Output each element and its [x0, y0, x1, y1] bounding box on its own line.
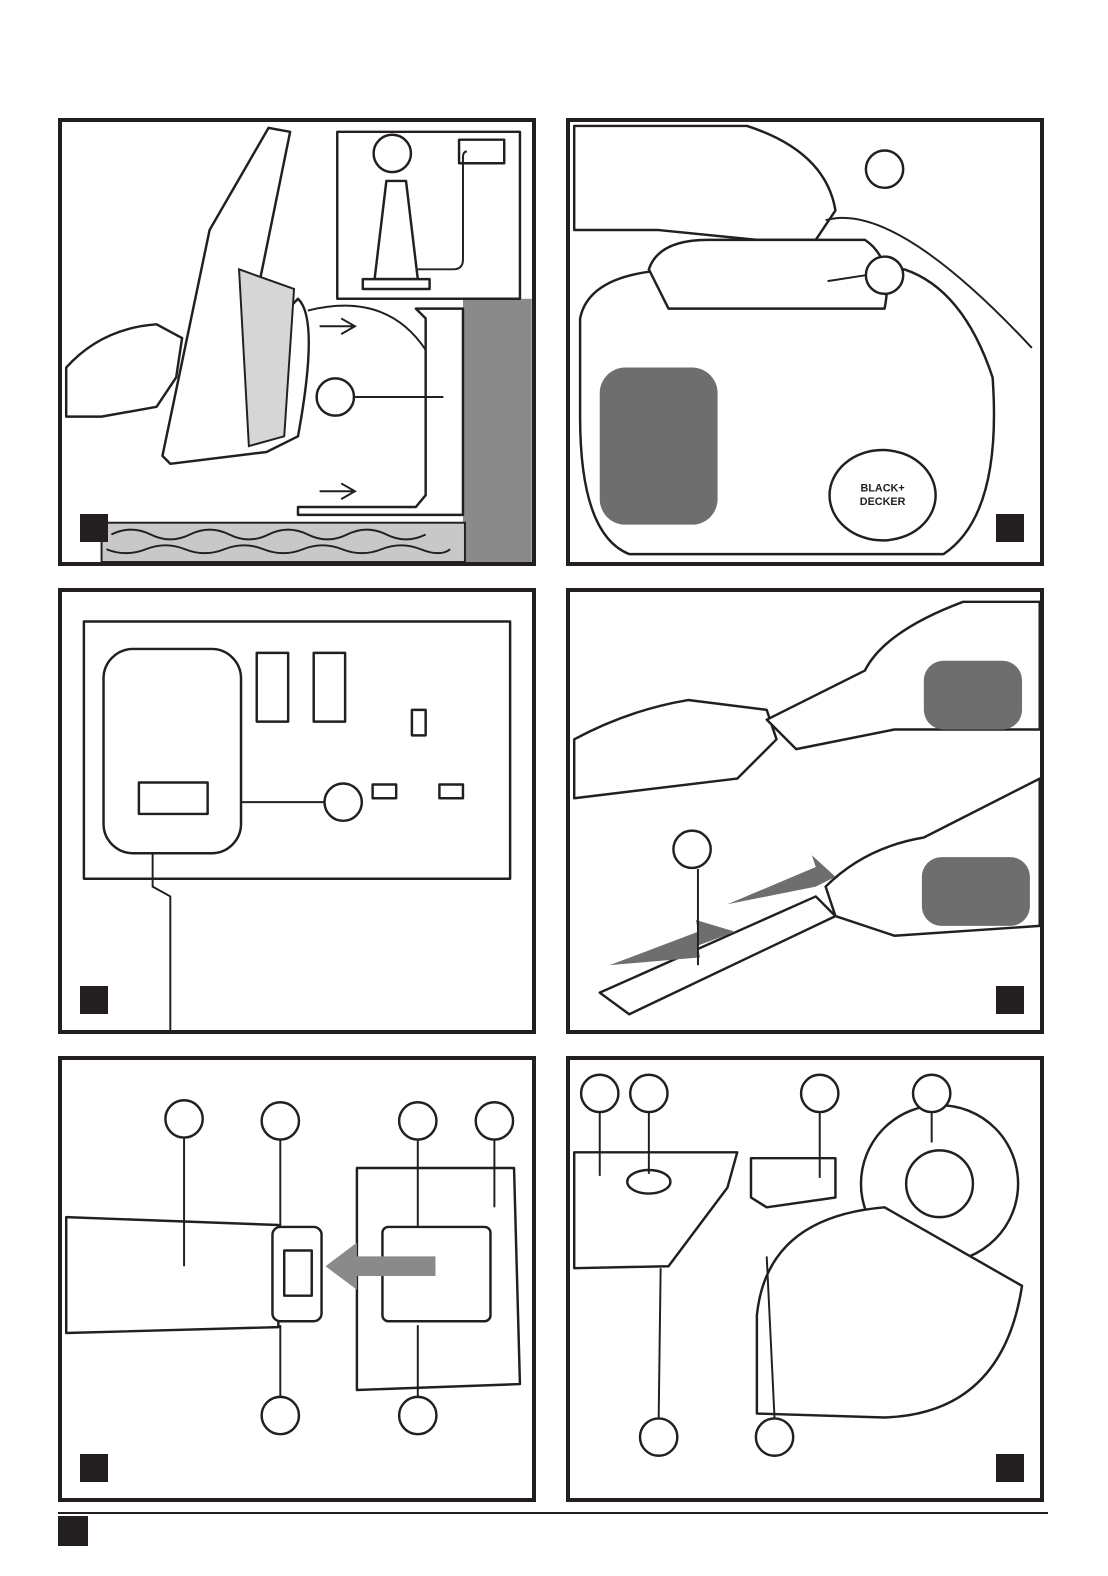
figure-filter-removal	[566, 1056, 1044, 1502]
filter-removal-illustration	[570, 1060, 1040, 1498]
callout-6	[756, 1418, 793, 1455]
crevice-tool	[600, 896, 836, 1014]
filter-housing	[751, 1158, 835, 1207]
callout-1	[581, 1075, 618, 1112]
hand-icon	[574, 700, 776, 798]
callout-2	[317, 378, 354, 415]
page-footer-rule	[58, 1512, 1048, 1514]
callout-4	[476, 1102, 513, 1139]
callout-3	[801, 1075, 838, 1112]
figure-marker	[80, 514, 108, 542]
figure-crevice-tool	[566, 588, 1044, 1034]
arrow-icon	[727, 855, 835, 904]
figure-marker	[80, 1454, 108, 1482]
insert-arrow	[308, 306, 426, 350]
floor-texture	[102, 523, 465, 562]
callout-5	[640, 1418, 677, 1455]
figure-marker	[996, 514, 1024, 542]
callout-2	[630, 1075, 667, 1112]
bowl-release-illustration	[62, 1060, 532, 1498]
figure-charge-connector: BLACK+ DECKER	[566, 118, 1044, 566]
charger-adapter	[104, 649, 241, 853]
callout-1	[165, 1100, 202, 1137]
callout-1	[374, 135, 411, 172]
callout-5	[262, 1397, 299, 1434]
hand-icon	[66, 324, 182, 416]
figure-charger-plug	[58, 588, 536, 1034]
callout-1	[673, 831, 710, 868]
charger-plug-illustration	[62, 592, 532, 1030]
screw-arrow-bottom	[320, 483, 355, 499]
callout-1	[324, 784, 361, 821]
callout-2	[262, 1102, 299, 1139]
crevice-tool-illustration	[570, 592, 1040, 1030]
wall-mount-illustration	[62, 122, 532, 562]
figure-marker	[996, 1454, 1024, 1482]
logo-line-1: BLACK+	[861, 482, 905, 494]
vent-grille	[600, 368, 718, 525]
callout-6	[399, 1397, 436, 1434]
screw-arrow-top	[320, 318, 355, 334]
figure-bowl-release	[58, 1056, 536, 1502]
socket-switch	[314, 653, 345, 722]
wall-shape	[463, 299, 532, 562]
page-marker	[58, 1516, 88, 1546]
vacuum-handle	[649, 240, 887, 309]
logo-line-2: DECKER	[860, 496, 906, 508]
hand-icon	[574, 126, 835, 240]
figure-wall-mount	[58, 118, 536, 566]
callout-2	[866, 257, 903, 294]
callout-4	[913, 1075, 950, 1112]
figure-marker	[80, 986, 108, 1014]
charge-connector-illustration: BLACK+ DECKER	[570, 122, 1040, 562]
figure-marker	[996, 986, 1024, 1014]
socket-switch	[257, 653, 288, 722]
nozzle-body	[66, 1217, 278, 1333]
callout-3	[399, 1102, 436, 1139]
callout-1	[866, 150, 903, 187]
